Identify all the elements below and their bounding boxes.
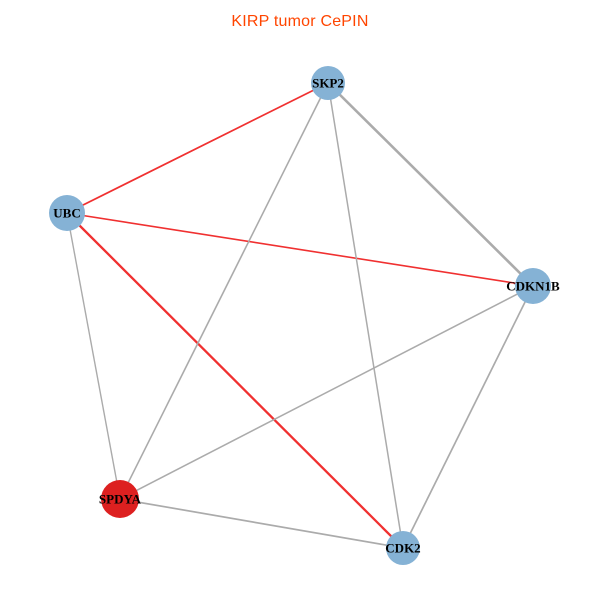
edge-UBC-SKP2: [66, 82, 329, 214]
edge-UBC-SPDYA: [66, 212, 121, 500]
edge-UBC-CDK2: [66, 212, 404, 549]
node-UBC: [49, 195, 85, 231]
edge-SKP2-CDK2: [327, 82, 404, 549]
node-SKP2: [311, 66, 345, 100]
edge-CDKN1B-SPDYA: [119, 285, 534, 500]
node-label-CDKN1B: CDKN1B: [506, 279, 560, 294]
node-label-UBC: UBC: [53, 206, 80, 221]
node-label-CDK2: CDK2: [385, 541, 420, 556]
edge-SKP2-CDKN1B: [327, 82, 534, 287]
node-CDK2: [386, 531, 420, 565]
node-label-SKP2: SKP2: [312, 76, 344, 91]
edge-SPDYA-CDK2: [119, 498, 404, 549]
node-SPDYA: [101, 480, 139, 518]
plot-title: KIRP tumor CePIN: [231, 13, 369, 30]
edge-CDKN1B-CDK2: [402, 285, 534, 549]
node-CDKN1B: [515, 268, 551, 304]
edge-SKP2-SPDYA: [119, 82, 329, 500]
node-label-SPDYA: SPDYA: [99, 492, 142, 507]
edge-UBC-CDKN1B: [66, 212, 534, 287]
